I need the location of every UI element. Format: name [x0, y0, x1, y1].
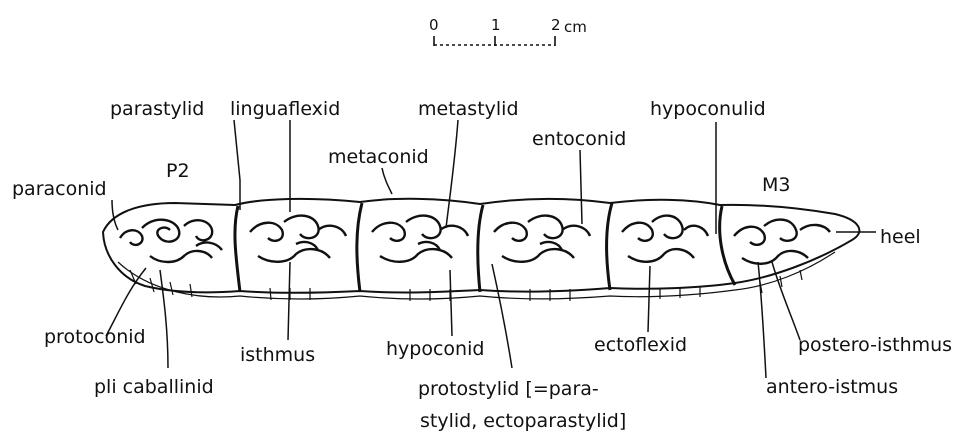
- label-pli-caballinid: pli caballinid: [94, 378, 214, 397]
- scale-tick-2: 2: [551, 16, 561, 34]
- label-protostylid-line1: protostylid [=para-: [418, 380, 599, 399]
- label-metastylid: metastylid: [418, 100, 519, 119]
- label-postero-isthmus: postero-isthmus: [798, 336, 952, 355]
- label-linguaflexid: linguaflexid: [230, 100, 340, 119]
- leader-metaconid: [382, 168, 392, 194]
- scale-bar-graphic: [434, 36, 555, 46]
- label-hypoconid: hypoconid: [386, 340, 484, 359]
- scale-tick-1: 1: [491, 16, 501, 34]
- scale-unit: cm: [564, 18, 587, 36]
- label-metaconid: metaconid: [328, 148, 429, 167]
- tooth-label-m3: M3: [762, 174, 790, 196]
- label-heel: heel: [880, 228, 921, 247]
- scale-tick-0: 0: [429, 16, 439, 34]
- label-antero-istmus: antero-istmus: [766, 378, 898, 397]
- leader-antero-istmus: [758, 262, 766, 378]
- leader-parastylid: [234, 120, 240, 210]
- label-parastylid: parastylid: [110, 100, 204, 119]
- label-isthmus: isthmus: [240, 346, 315, 365]
- label-paraconid: paraconid: [12, 180, 107, 199]
- label-entoconid: entoconid: [532, 130, 626, 149]
- tooth-label-p2: P2: [166, 160, 190, 182]
- label-protoconid: protoconid: [44, 328, 146, 347]
- label-hypoconulid: hypoconulid: [650, 100, 766, 119]
- label-ectoflexid: ectoflexid: [594, 336, 687, 355]
- label-protostylid-line2: stylid, ectoparastylid]: [420, 412, 626, 431]
